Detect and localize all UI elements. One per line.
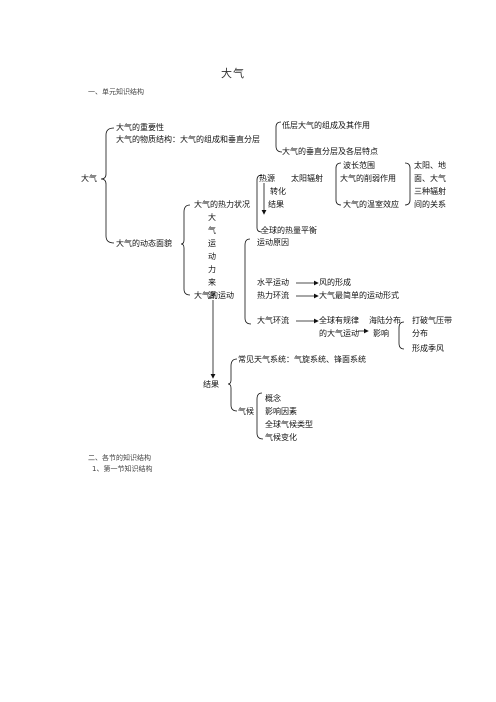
node-global-regular-2: 的大气运动 xyxy=(319,329,359,338)
node-horizontal: 水平运动 xyxy=(257,278,289,287)
power-char-1: 大 xyxy=(208,213,216,222)
power-char-3: 运 xyxy=(208,239,216,248)
node-weakening: 大气的削弱作用 xyxy=(340,174,396,183)
node-lower-composition: 低层大气的组成及其作用 xyxy=(282,121,370,130)
power-char-6: 来 xyxy=(208,278,216,287)
section2-subheading: 1、第一节知识结构 xyxy=(92,465,153,473)
node-relation-1: 太阳、地 xyxy=(414,161,446,170)
node-climate-types: 全球气候类型 xyxy=(265,420,313,429)
node-relation-3: 三种辐射 xyxy=(414,187,446,196)
climate-bracket xyxy=(256,392,264,440)
node-land-sea-2: 影响 xyxy=(373,329,389,338)
node-circulation: 大气环流 xyxy=(257,316,289,325)
node-simplest-motion: 大气最简单的运动形式 xyxy=(319,291,399,300)
node-dynamics: 大气的动态面貌 xyxy=(116,239,172,248)
motion-bracket xyxy=(244,238,252,325)
node-heat: 大气的热力状况 xyxy=(194,200,250,209)
outcome-bracket xyxy=(227,358,238,412)
node-importance: 大气的重要性 xyxy=(116,123,164,132)
node-land-sea-1: 海陆分布 xyxy=(369,316,401,325)
node-weather-systems: 常见天气系统：气旋系统、锋面系统 xyxy=(238,355,366,364)
node-monsoon: 形成季风 xyxy=(412,344,444,353)
node-cause: 运动原因 xyxy=(257,238,289,247)
node-relation-2: 面、大气 xyxy=(414,174,446,183)
node-transform: 转化 xyxy=(270,187,286,196)
node-outcome: 结果 xyxy=(203,380,219,389)
heat-bracket xyxy=(256,174,263,233)
node-heat-source: 热源 xyxy=(259,174,275,183)
node-relation-4: 间的关系 xyxy=(414,200,446,209)
solar-bracket xyxy=(335,162,342,206)
power-char-2: 气 xyxy=(208,226,216,235)
node-concept: 概念 xyxy=(265,394,281,403)
node-break-belt-1: 打破气压带 xyxy=(412,316,452,325)
node-greenhouse: 大气的温室效应 xyxy=(343,200,399,209)
power-char-4: 动 xyxy=(208,252,216,261)
monsoon-bracket xyxy=(398,321,405,350)
node-result: 结果 xyxy=(268,200,284,209)
relation-bracket xyxy=(404,162,411,206)
page-title: 大气 xyxy=(221,67,245,80)
section2-heading: 二、各节的知识结构 xyxy=(88,454,151,462)
node-climate: 气候 xyxy=(238,407,254,416)
node-climate-change: 气候变化 xyxy=(265,433,297,442)
node-thermal-circulation: 热力环流 xyxy=(257,291,289,300)
node-wind-formation: 风的形成 xyxy=(319,278,351,287)
node-vertical-layers: 大气的垂直分层及各层特点 xyxy=(282,147,378,156)
section1-heading: 一、单元知识结构 xyxy=(88,88,144,96)
node-motion: 大气的运动 xyxy=(194,291,234,300)
node-root: 大气 xyxy=(81,174,97,183)
node-solar-radiation: 太阳辐射 xyxy=(291,174,323,183)
node-wavelength: 波长范围 xyxy=(343,161,375,170)
node-factors: 影响因素 xyxy=(265,407,297,416)
node-composition-structure: 大气的物质结构：大气的组成和垂直分层 xyxy=(116,135,260,144)
dynamics-bracket xyxy=(180,204,191,296)
power-char-7: 源 xyxy=(208,291,216,300)
node-global-regular-1: 全球有规律 xyxy=(319,316,359,325)
power-char-5: 力 xyxy=(208,265,216,274)
composition-bracket xyxy=(275,121,283,153)
node-global-heat-balance: 全球的热量平衡 xyxy=(261,226,317,235)
root-bracket xyxy=(100,127,115,244)
node-break-belt-2: 分布 xyxy=(412,329,428,338)
